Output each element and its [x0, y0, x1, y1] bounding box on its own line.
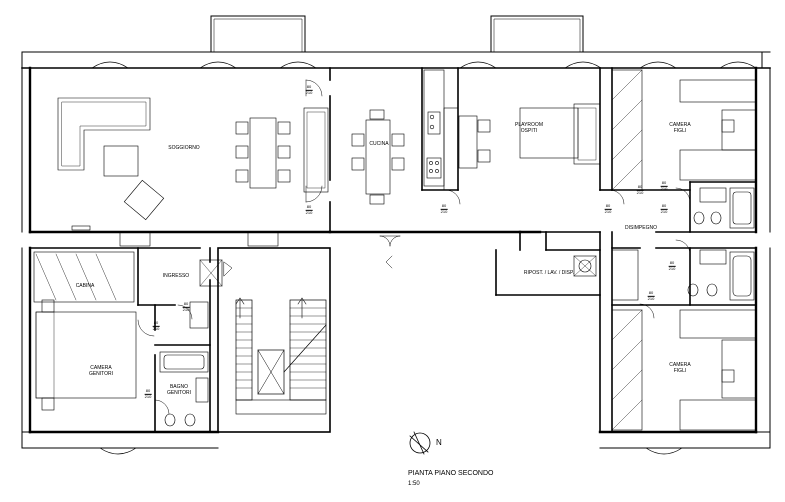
- balconies: [210, 15, 584, 53]
- room-label-soggiorno: SOGGIORNO: [168, 145, 200, 151]
- living-furniture: [57, 97, 329, 247]
- wardrobes-right: [611, 69, 757, 431]
- storage-room: [573, 255, 597, 277]
- room-label-camera-figli-2: CAMERA FIGLI: [669, 362, 691, 374]
- lower-left-furniture: [33, 251, 223, 427]
- room-label-cucina: CUCINA: [369, 141, 389, 147]
- bathrooms-right: [687, 187, 755, 301]
- room-label-camera-genitori: CAMERA GENITORI: [88, 365, 114, 377]
- plan-title: PIANTA PIANO SECONDO: [408, 470, 494, 477]
- plan-scale: 1:50: [408, 481, 420, 487]
- stairwell: [217, 247, 331, 433]
- room-label-playroom: PLAYROOM OSPITI: [515, 122, 543, 134]
- facade-top: [21, 51, 771, 69]
- room-label-cabina: CABINA: [75, 283, 95, 289]
- interior-walls: [29, 67, 757, 433]
- room-label-ripostiglio: RIPOST. / LAV. / DISP.: [523, 270, 575, 276]
- playroom-furniture: [519, 103, 601, 165]
- north-arrow-icon: [409, 431, 431, 455]
- door-swings: [137, 79, 691, 415]
- room-label-camera-figli-1: CAMERA FIGLI: [669, 122, 691, 134]
- facade-bottom: [21, 67, 771, 455]
- exterior-walls: [28, 66, 758, 434]
- room-label-disimpegno: DISIMPEGNO: [625, 225, 657, 231]
- room-label-ingresso: INGRESSO: [162, 273, 190, 279]
- room-label-bagno-genitori: BAGNO GENITORI: [166, 384, 192, 396]
- north-label: N: [436, 438, 442, 447]
- kitchen-furniture: [351, 69, 491, 205]
